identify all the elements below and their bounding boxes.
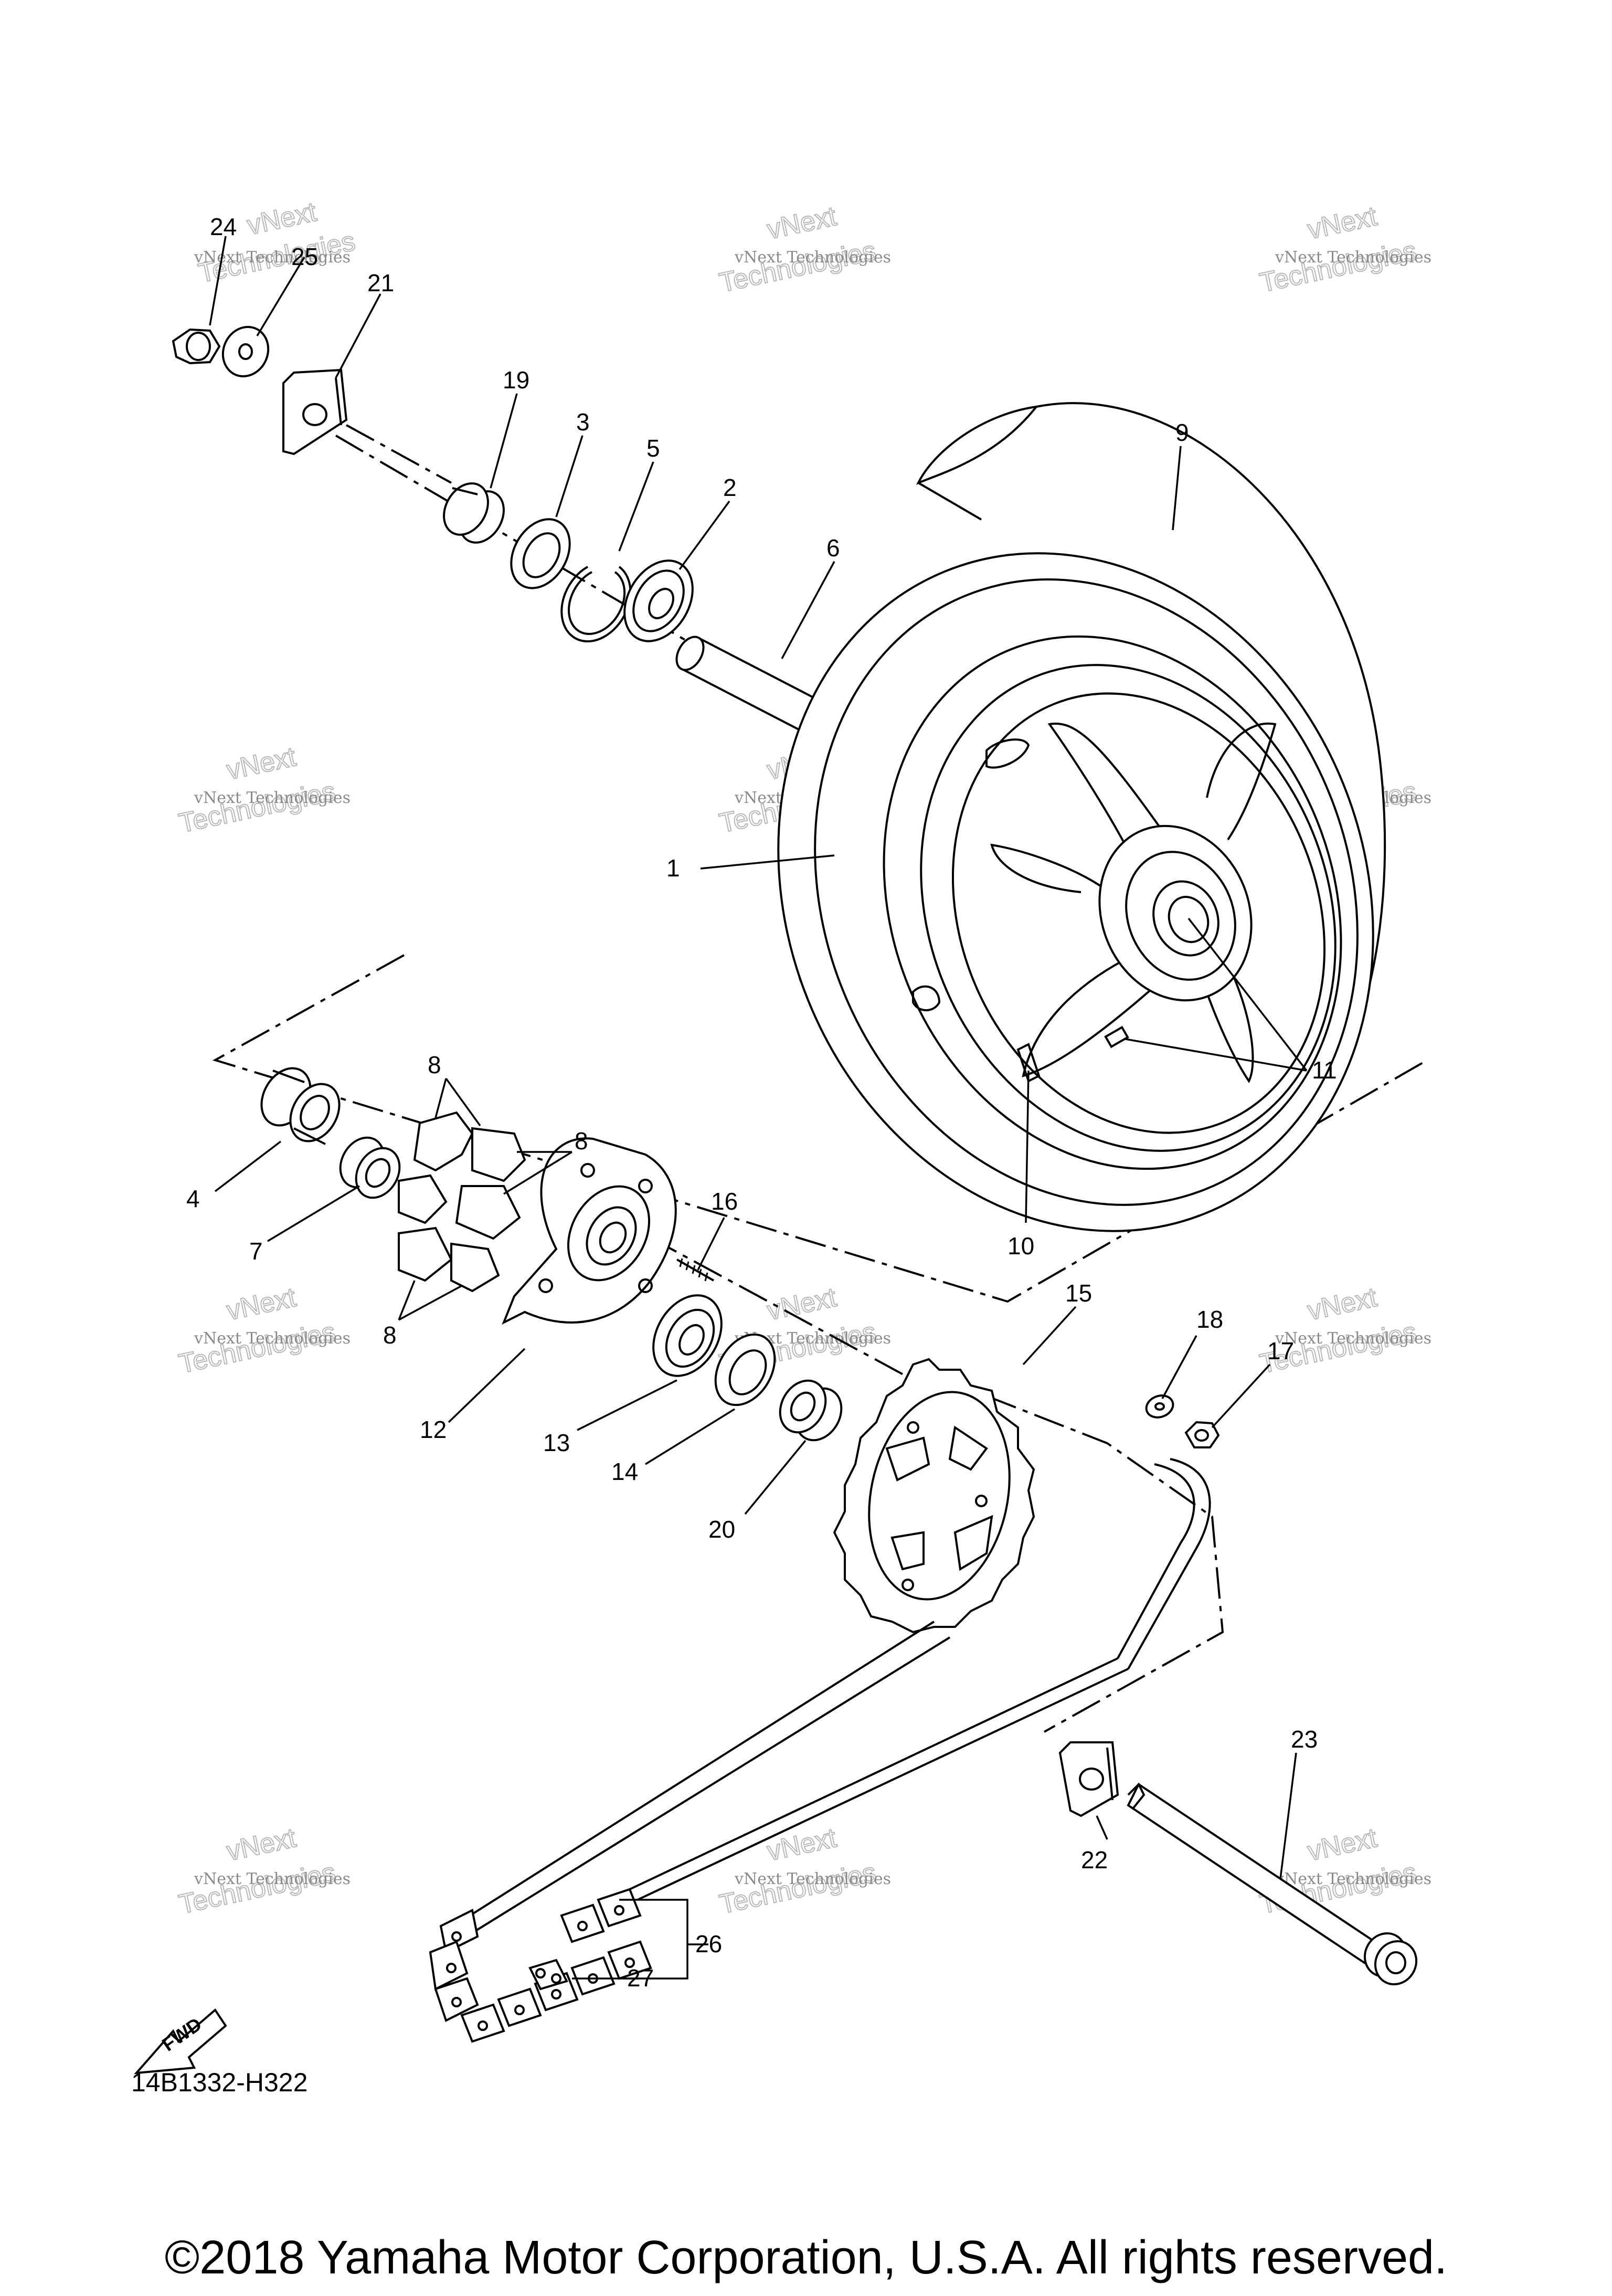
callout-3: 3 [576, 408, 590, 436]
callout-2: 2 [723, 474, 737, 501]
watermark-small-text: vNext Technologies [1275, 248, 1431, 267]
watermark-small-text: vNext Technologies [194, 248, 351, 267]
callouts: 24 25 21 19 3 5 2 6 9 1 11 10 8 8 8 4 7 … [186, 213, 1337, 1992]
part-27-master-link [528, 1959, 568, 1991]
watermark-top-text: vNext [1305, 1823, 1380, 1867]
callout-26: 26 [695, 1930, 722, 1958]
callout-8-top: 8 [428, 1051, 441, 1078]
watermark-big-text: Technologies [1257, 236, 1419, 299]
part-15-sprocket [833, 1358, 1035, 1634]
part-13-bearing [652, 1294, 723, 1377]
fwd-arrow-icon: FWD [134, 2008, 227, 2075]
watermark-small-text: vNext Technologies [734, 248, 891, 267]
part-21-adjuster-plate [282, 368, 348, 456]
part-3-oil-seal [510, 518, 571, 589]
callout-14: 14 [611, 1458, 638, 1485]
watermark-top-text: vNext [224, 1823, 299, 1867]
part-14-oil-seal [714, 1333, 776, 1406]
watermark: Technologies vNext vNext Technologies [716, 1822, 891, 1921]
part-18-washer [1145, 1394, 1174, 1419]
callout-8-right: 8 [575, 1127, 588, 1155]
watermark: Technologies vNext vNext Technologies [1257, 200, 1431, 299]
part-4-bearing [260, 1067, 341, 1145]
watermark-top-text: vNext [224, 742, 299, 786]
part-24-nut [172, 328, 221, 365]
callout-15: 15 [1065, 1279, 1092, 1307]
part-19-collar [443, 482, 505, 544]
callout-1: 1 [666, 854, 680, 882]
watermark: Technologies vNext vNext Technologies [1257, 1282, 1431, 1380]
part-16-stud-bolt [676, 1258, 714, 1282]
callout-22: 22 [1081, 1846, 1108, 1874]
watermark-top-text: vNext [765, 1823, 840, 1867]
callout-19: 19 [503, 366, 529, 394]
callout-13: 13 [543, 1429, 570, 1456]
part-7-collar [339, 1136, 401, 1199]
watermark-small-text: vNext Technologies [1275, 1870, 1431, 1888]
part-2-bearing [623, 559, 694, 642]
callout-27: 27 [627, 1964, 654, 1992]
callout-7: 7 [249, 1237, 263, 1265]
watermark-small-text: vNext Technologies [734, 1870, 891, 1888]
part-12-clutch-hub [502, 1137, 677, 1325]
leader-lines [209, 236, 1308, 1980]
part-5-circlip [560, 566, 632, 642]
callout-25: 25 [291, 243, 318, 270]
callout-4: 4 [186, 1185, 200, 1212]
part-20-collar [779, 1379, 843, 1442]
assembly-outline-lower [986, 1395, 1224, 1733]
watermark-small-text: vNext Technologies [194, 1329, 351, 1348]
part-25-washer [221, 326, 270, 377]
watermark-big-text: Technologies [717, 236, 879, 299]
watermark-small-text: vNext Technologies [194, 1870, 351, 1888]
watermark-top-text: vNext [1305, 1282, 1380, 1326]
callout-20: 20 [708, 1516, 735, 1543]
part-17-nut [1184, 1421, 1220, 1448]
watermark-big-text: Technologies [176, 776, 338, 839]
callout-16: 16 [711, 1188, 738, 1215]
callout-6: 6 [826, 534, 840, 562]
callout-11: 11 [1312, 1056, 1337, 1084]
watermark: Technologies vNext vNext Technologies [176, 1282, 351, 1380]
watermark-big-text: Technologies [176, 1857, 338, 1920]
callout-9: 9 [1175, 419, 1189, 446]
copyright-notice: ©2018 Yamaha Motor Corporation, U.S.A. A… [165, 2231, 1447, 2284]
watermark: Technologies vNext vNext Technologies [176, 1822, 351, 1921]
watermark-big-text: Technologies [176, 1317, 338, 1380]
diagram-code: 14B1332-H322 [131, 2068, 307, 2097]
part-1-rim [777, 552, 1374, 1232]
watermark-big-text: Technologies [717, 1857, 879, 1920]
callout-8-bottom: 8 [383, 1321, 397, 1349]
watermark: Technologies vNext vNext Technologies [716, 200, 891, 299]
callout-23: 23 [1291, 1726, 1318, 1753]
callout-10: 10 [1008, 1232, 1034, 1260]
callout-24: 24 [210, 213, 237, 240]
part-23-axle [1127, 1782, 1418, 1986]
callout-18: 18 [1196, 1306, 1223, 1333]
watermark-small-text: vNext Technologies [1275, 1329, 1431, 1348]
watermark-top-text: vNext [1305, 201, 1380, 245]
watermark-small-text: vNext Technologies [194, 789, 351, 807]
callout-21: 21 [367, 269, 394, 297]
callout-17: 17 [1267, 1337, 1294, 1364]
watermark-top-text: vNext [765, 201, 840, 245]
callout-12: 12 [420, 1416, 447, 1443]
part-8-dampers [398, 1111, 526, 1293]
watermark: Technologies vNext vNext Technologies [176, 741, 351, 840]
part-22-adjuster-plate [1058, 1741, 1119, 1817]
adjuster-centerline [346, 424, 452, 484]
part-26-drive-chain [429, 1458, 1211, 2043]
watermark-top-text: vNext [245, 197, 320, 241]
watermark-top-text: vNext [224, 1282, 299, 1326]
callout-5: 5 [646, 435, 660, 462]
